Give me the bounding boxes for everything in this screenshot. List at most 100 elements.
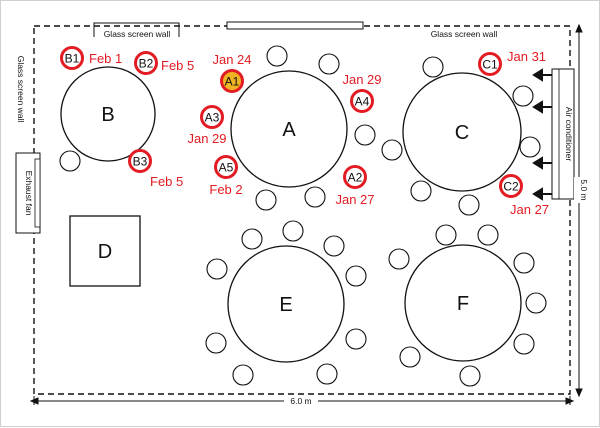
case-id: B2 [139,57,154,71]
table-c-label: C [455,122,469,144]
case-id: A5 [219,161,234,175]
table-b-label: B [101,104,114,126]
chair [205,332,227,354]
case-id: A4 [355,95,370,109]
chair [345,328,367,350]
exhaust-fan-inner [34,158,41,228]
chair [206,258,228,280]
case-date: Feb 5 [161,58,194,73]
chair [345,265,367,287]
chair [458,194,480,216]
table-c [402,72,522,192]
case-ring [200,105,224,129]
chair [435,224,457,246]
chair [241,228,263,250]
table-f-chairs [388,224,547,387]
table-a [230,70,348,188]
air-conditioner-label: Air conditioner [564,107,574,162]
glass-wall-top-left-label: Glass screen wall [104,29,171,39]
table-f [404,244,522,362]
dimension-width-gap [284,395,318,407]
chair [459,365,481,387]
glass-wall-top-right-label: Glass screen wall [431,29,498,39]
air-conditioner-box [551,68,575,200]
chair [232,364,254,386]
chair [266,45,288,67]
airflow-arrows [532,68,552,201]
chair [513,333,535,355]
chair [316,363,338,385]
case-ring [220,69,244,93]
case-date: Feb 5 [150,174,183,189]
case-id: B1 [65,52,80,66]
dimension-height [575,23,583,398]
case-id: A3 [205,111,220,125]
case-ring [134,51,158,75]
table-b [60,66,156,162]
chair [354,124,376,146]
chair [255,189,277,211]
case-id: B3 [133,155,148,169]
chair [381,139,403,161]
case-ring [214,155,238,179]
case-date: Jan 24 [212,52,251,67]
case-ring [350,89,374,113]
chair [282,220,304,242]
case-date: Jan 27 [510,202,549,217]
case-ring [343,165,367,189]
chair [399,346,421,368]
chair [525,292,547,314]
case-marker-b2: B2 Feb 5 [134,51,194,75]
dimension-height-gap [574,177,586,203]
case-marker-b1: B1 Feb 1 [60,46,122,70]
case-id: C2 [503,180,519,194]
table-f-label: F [457,293,469,315]
table-e-label: E [279,294,292,316]
exhaust-fan-label: Exhaust fan [24,171,34,216]
dimension-width-label: 6.0 m [290,396,311,406]
case-ring [60,46,84,70]
top-wall-panel [226,21,364,30]
chair [323,235,345,257]
case-date: Jan 31 [507,49,546,64]
chair [513,252,535,274]
chair [422,56,444,78]
glass-wall-top-left-bracket [93,22,180,37]
chair [388,248,410,270]
case-marker-a1: A1 Jan 24 [212,52,252,93]
table-e [227,245,345,363]
case-id: C1 [482,58,498,72]
chair [519,136,541,158]
table-a-label: A [282,119,296,141]
case-ring [478,52,502,76]
case-date: Feb 2 [209,182,242,197]
table-d [69,215,141,287]
glass-wall-left-label: Glass screen wall [16,56,26,123]
case-ring [128,149,152,173]
table-a-chairs [255,45,376,211]
case-marker-c1: C1 Jan 31 [478,49,546,76]
case-id: A1 [225,75,240,89]
case-ring [499,174,523,198]
chair [304,186,326,208]
chair [59,150,81,172]
chair [318,53,340,75]
chair [410,180,432,202]
table-d-label: D [98,241,112,263]
case-date: Feb 1 [89,51,122,66]
chair [477,224,499,246]
case-id: A2 [348,171,363,185]
dimension-height-label: 5.0 m [579,179,589,200]
case-date: Jan 27 [335,192,374,207]
table-e-chairs [205,220,367,386]
chair [512,85,534,107]
